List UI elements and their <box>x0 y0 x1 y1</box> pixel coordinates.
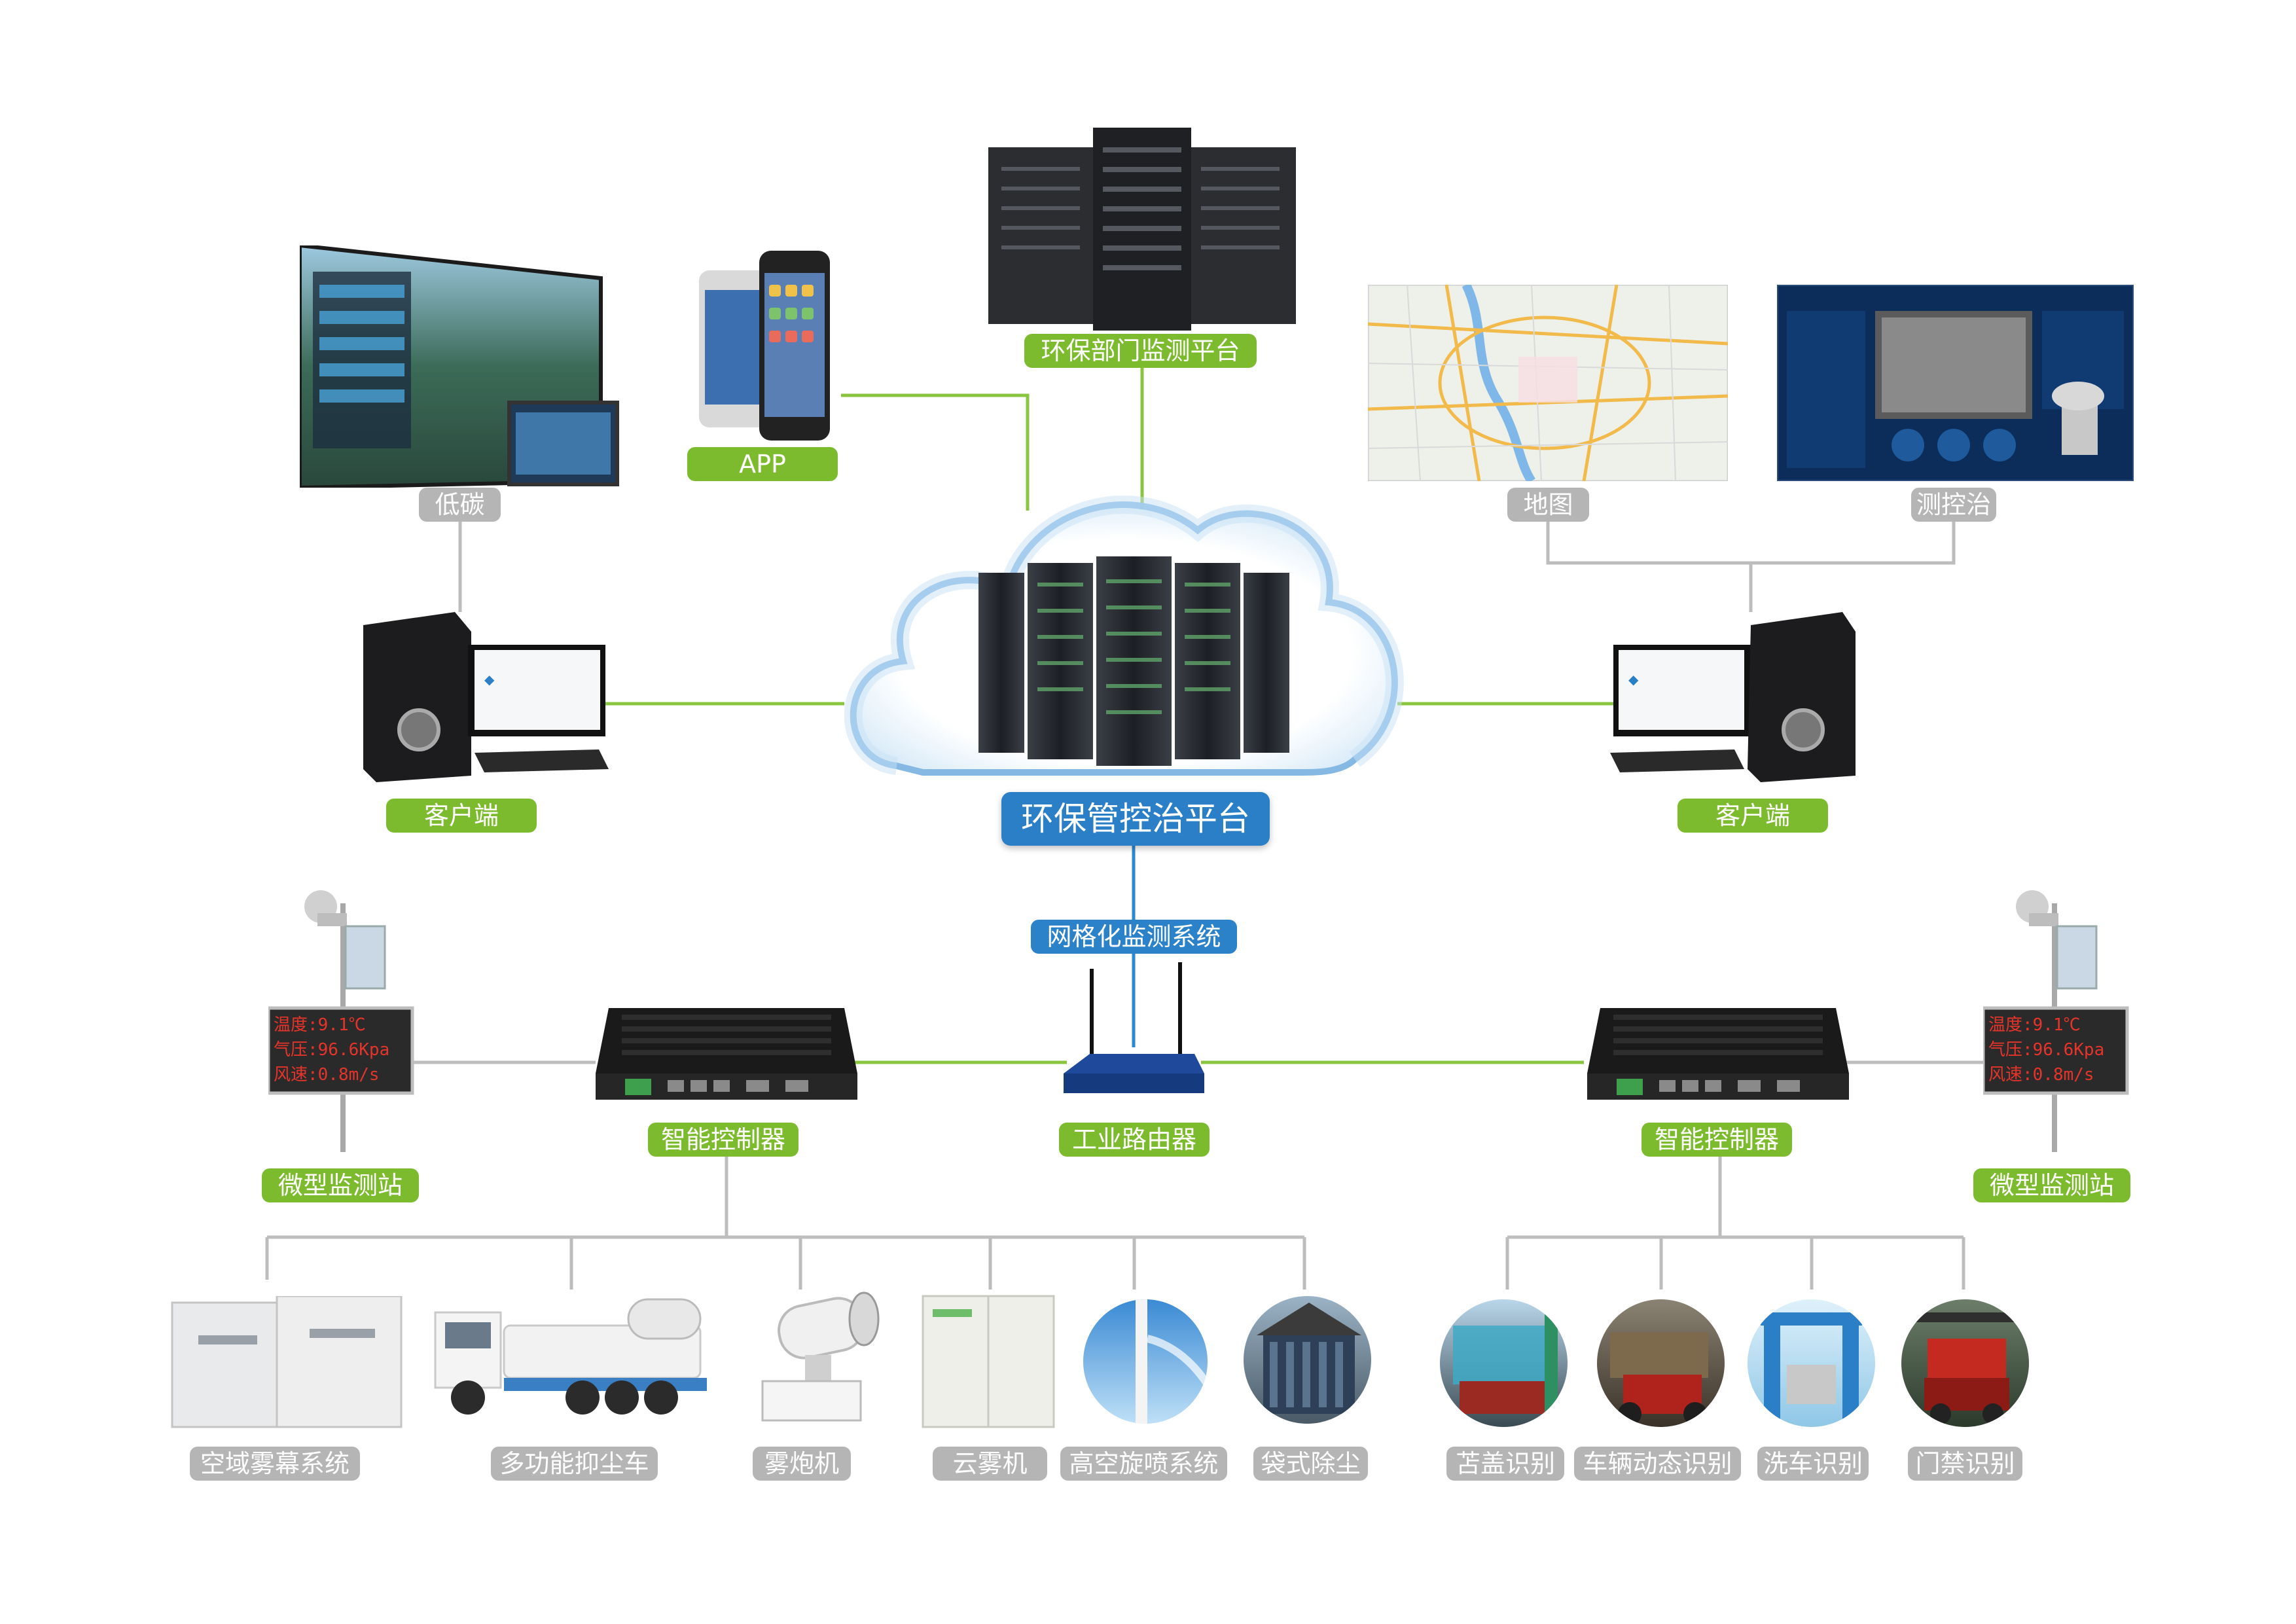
cloud-platform <box>844 452 1407 818</box>
device-dust-truck <box>432 1293 726 1424</box>
left-monitor-station: 温度:9.1℃ 气压:96.6Kpa 风速:0.8m/s <box>266 877 419 1159</box>
right-led-panel: 温度:9.1℃ 气压:96.6Kpa 风速:0.8m/s <box>1988 1013 2122 1089</box>
right-monitor-station: 温度:9.1℃ 气压:96.6Kpa 风速:0.8m/s <box>1981 877 2134 1159</box>
controller-box-icon <box>596 1008 857 1100</box>
fog-cannon-icon <box>761 1291 880 1422</box>
device-bag-dust-collector <box>1244 1296 1371 1424</box>
right-controller-label: 智能控制器 <box>1641 1123 1792 1157</box>
app-label: APP <box>687 447 838 481</box>
led-line-wind: 风速:0.8m/s <box>1988 1065 2094 1085</box>
device-label: 多功能抑尘车 <box>491 1447 658 1481</box>
device-label: 云雾机 <box>933 1447 1047 1481</box>
right-client-computer: ◆ <box>1607 612 1856 782</box>
device-high-spray <box>1083 1299 1208 1424</box>
router-icon <box>1064 962 1204 1093</box>
device-gate-recognition <box>1901 1299 2029 1427</box>
car-wash-icon <box>1761 1312 1862 1424</box>
map-panel <box>1367 282 1729 484</box>
controller-box-icon <box>1587 1008 1849 1100</box>
device-label: 车辆动态识别 <box>1574 1447 1741 1481</box>
device-label: 袋式除尘 <box>1253 1447 1368 1481</box>
left-station-label: 微型监测站 <box>262 1168 419 1202</box>
platform-label: 环保管控治平台 <box>1001 792 1270 846</box>
left-led-panel: 温度:9.1℃ 气压:96.6Kpa 风速:0.8m/s <box>274 1013 407 1089</box>
device-label: 门禁识别 <box>1908 1447 2022 1481</box>
dust-truck-icon <box>434 1298 707 1415</box>
smartphone-icon <box>699 251 830 441</box>
map-icon <box>1367 282 1729 484</box>
desktop-computer-icon: ◆ <box>363 612 609 782</box>
monitor-platform <box>982 128 1302 334</box>
dashboard-screen-icon <box>298 243 619 490</box>
device-label: 雾炮机 <box>753 1447 851 1481</box>
device-cover-recognition <box>1440 1299 1568 1427</box>
device-label: 苫盖识别 <box>1446 1447 1564 1481</box>
video-monitor-icon <box>1776 283 2135 482</box>
line-app-to-monitor <box>841 393 1030 511</box>
mist-cabinet-icon <box>171 1295 403 1428</box>
left-client-computer: ◆ <box>363 612 612 782</box>
led-line-pressure: 气压:96.6Kpa <box>274 1040 390 1060</box>
led-line-wind: 风速:0.8m/s <box>274 1065 380 1085</box>
gate-recognition-icon <box>1901 1312 2029 1424</box>
industrial-router <box>1064 962 1204 1103</box>
high-spray-icon <box>1136 1299 1208 1424</box>
low-carbon-label: 低碳 <box>419 488 501 522</box>
cloud-mist-machine-icon <box>922 1295 1055 1428</box>
app-phones <box>694 245 834 442</box>
cloud-server-icon <box>844 496 1404 776</box>
device-label: 洗车识别 <box>1757 1447 1869 1481</box>
device-label: 空域雾幕系统 <box>190 1447 360 1481</box>
right-client-label: 客户端 <box>1677 799 1828 833</box>
led-line-temperature: 温度:9.1℃ <box>274 1015 366 1035</box>
svg-text:◆: ◆ <box>484 672 495 687</box>
monitor-station-icon <box>266 890 414 1152</box>
measure-control-screen <box>1776 283 2135 482</box>
router-label: 工业路由器 <box>1059 1123 1210 1157</box>
device-car-wash <box>1748 1299 1875 1427</box>
left-client-label: 客户端 <box>386 799 537 833</box>
map-label: 地图 <box>1507 488 1589 522</box>
server-rack-icon <box>988 128 1296 331</box>
line-map-bracket <box>1546 520 1956 565</box>
led-line-temperature: 温度:9.1℃ <box>1988 1015 2081 1035</box>
monitor-platform-label: 环保部门监测平台 <box>1024 334 1257 368</box>
low-carbon-screen <box>298 243 627 490</box>
device-label: 高空旋喷系统 <box>1060 1447 1227 1481</box>
cover-recognition-icon <box>1453 1312 1558 1424</box>
measure-control-label: 测控治 <box>1911 488 1996 522</box>
led-line-pressure: 气压:96.6Kpa <box>1988 1040 2105 1060</box>
left-controller-label: 智能控制器 <box>648 1123 798 1157</box>
right-controller <box>1587 1008 1849 1113</box>
grid-system-label: 网格化监测系统 <box>1031 920 1237 954</box>
device-cloud-mist-machine <box>920 1293 1060 1430</box>
svg-text:◆: ◆ <box>1628 672 1639 687</box>
desktop-computer-icon: ◆ <box>1610 612 1856 782</box>
device-mist-cabinet <box>169 1295 404 1434</box>
device-fog-cannon <box>753 1283 884 1427</box>
vehicle-recognition-icon <box>1610 1332 1708 1426</box>
monitor-station-icon <box>1981 890 2129 1152</box>
bag-dust-collector-icon <box>1257 1303 1361 1414</box>
left-controller <box>596 1008 857 1113</box>
right-station-label: 微型监测站 <box>1973 1168 2130 1202</box>
device-vehicle-recognition <box>1597 1299 1725 1427</box>
